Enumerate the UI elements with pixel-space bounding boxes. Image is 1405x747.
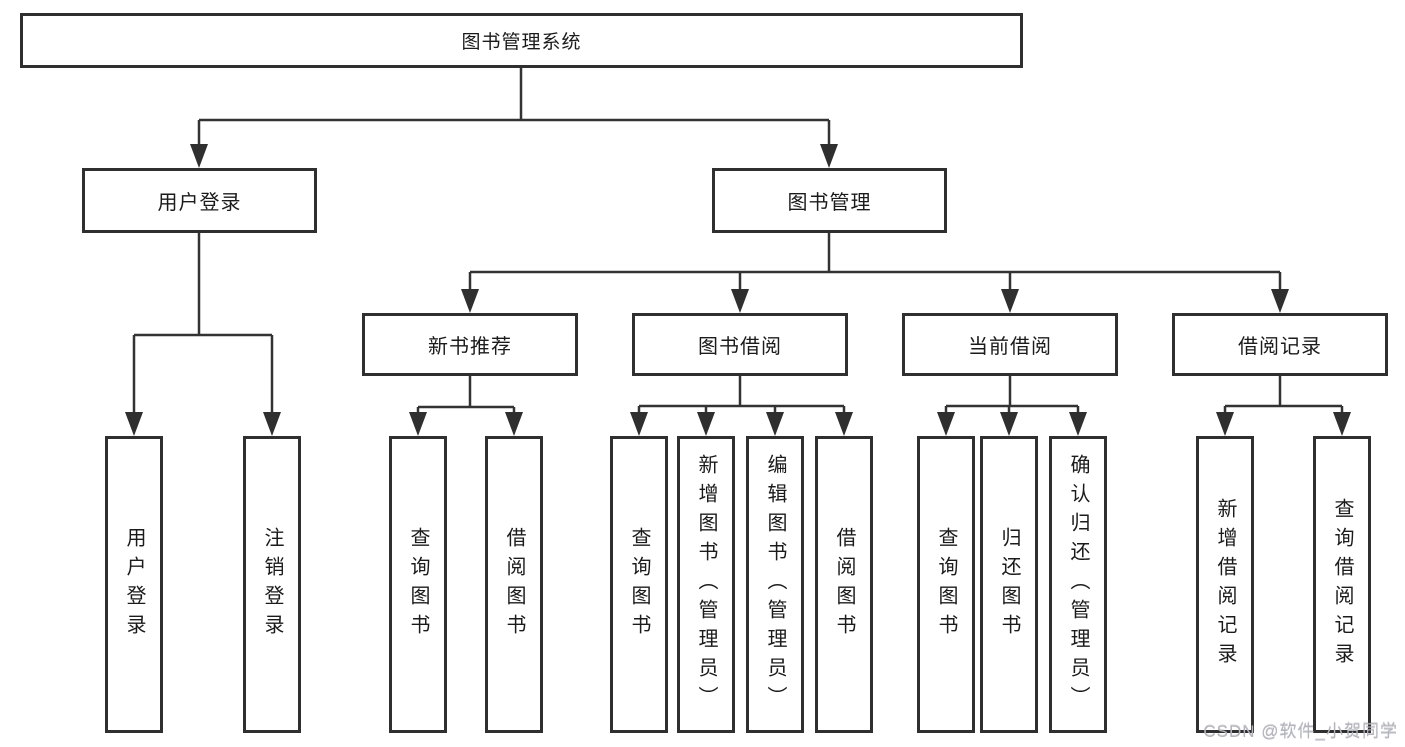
node-user-login: 用户登录 [82,168,317,233]
leaf-borrow-query-books-label: 查询图书 [628,526,650,643]
node-borrowing-records: 借阅记录 [1172,313,1388,376]
leaf-newbook-query-books-label: 查询图书 [407,526,429,643]
leaf-records-add-record: 新增借阅记录 [1196,436,1254,733]
node-current-borrowing-label: 当前借阅 [968,336,1052,358]
leaf-user-login: 用户登录 [105,436,163,733]
leaf-borrow-add-books-admin: 新增图书（管理员） [677,436,735,733]
leaf-records-add-record-label: 新增借阅记录 [1214,497,1236,672]
arrowheads [125,144,1351,436]
node-book-management-label: 图书管理 [787,192,872,214]
leaf-newbook-borrow-books: 借阅图书 [485,436,543,733]
leaf-logout-label: 注销登录 [261,526,283,643]
leaf-current-query-books: 查询图书 [917,436,975,733]
node-new-book-recommendation-label: 新书推荐 [428,336,512,358]
node-new-book-recommendation: 新书推荐 [362,313,578,376]
leaf-records-query-record: 查询借阅记录 [1313,436,1371,733]
leaf-current-query-books-label: 查询图书 [935,526,957,643]
node-user-login-label: 用户登录 [157,192,242,214]
leaf-borrow-borrow-books: 借阅图书 [815,436,873,733]
node-library-system-label: 图书管理系统 [461,32,582,53]
leaf-borrow-add-books-admin-label: 新增图书（管理员） [695,454,717,715]
leaf-borrow-edit-books-admin: 编辑图书（管理员） [746,436,804,733]
leaf-borrow-query-books: 查询图书 [610,436,668,733]
node-current-borrowing: 当前借阅 [902,313,1118,376]
node-book-management: 图书管理 [712,168,947,233]
leaf-newbook-query-books: 查询图书 [389,436,447,733]
leaf-current-return-books: 归还图书 [980,436,1038,733]
leaf-newbook-borrow-books-label: 借阅图书 [503,526,525,643]
node-borrowing-records-label: 借阅记录 [1238,336,1322,358]
leaf-borrow-edit-books-admin-label: 编辑图书（管理员） [764,454,786,715]
node-book-borrowing-label: 图书借阅 [698,336,782,358]
leaf-user-login-label: 用户登录 [123,526,145,643]
leaf-borrow-borrow-books-label: 借阅图书 [833,526,855,643]
leaf-records-query-record-label: 查询借阅记录 [1331,497,1353,672]
leaf-current-confirm-return-admin: 确认归还（管理员） [1049,436,1107,733]
leaf-logout: 注销登录 [243,436,301,733]
leaf-current-return-books-label: 归还图书 [998,526,1020,643]
node-library-system: 图书管理系统 [20,13,1023,68]
leaf-current-confirm-return-admin-label: 确认归还（管理员） [1067,454,1089,715]
node-book-borrowing: 图书借阅 [632,313,848,376]
csdn-watermark: CSDN @软件_小贺同学 [1203,722,1398,741]
